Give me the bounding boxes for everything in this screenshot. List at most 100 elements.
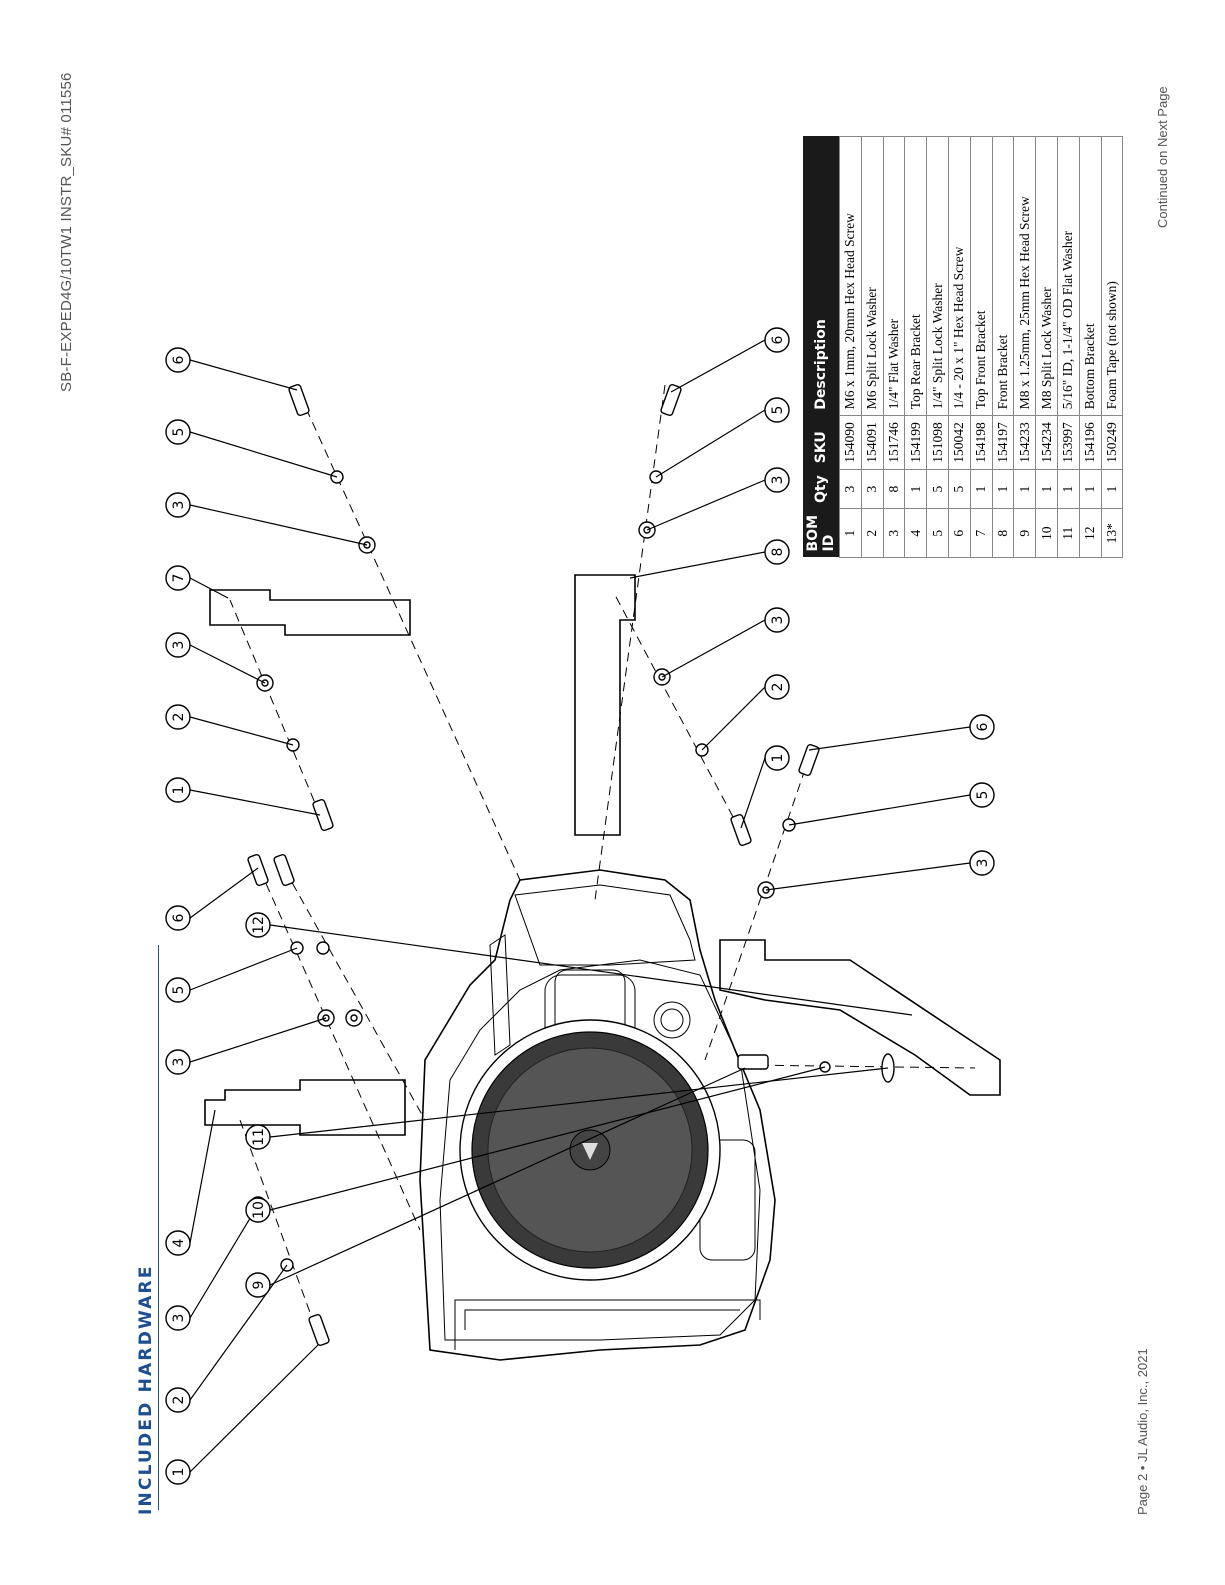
cell: 5	[948, 469, 971, 509]
top-front-bracket	[209, 589, 411, 636]
cell: 1/4" Split Lock Washer	[926, 136, 949, 416]
cell: 4	[904, 508, 927, 558]
col-sku: SKU	[803, 415, 840, 470]
col-description: Description	[803, 136, 840, 416]
cell: 150042	[948, 415, 971, 470]
cell: 154196	[1079, 415, 1102, 470]
callout-label: 5	[171, 428, 187, 437]
cell: 11	[1057, 508, 1080, 558]
callout-label: 1	[171, 786, 187, 795]
cell: 154198	[970, 415, 993, 470]
cell: 10	[1035, 508, 1058, 558]
cell: 1/4" Flat Washer	[883, 136, 905, 416]
cell: 13*	[1101, 508, 1123, 558]
cell: Top Rear Bracket	[904, 136, 927, 416]
cell: M8 x 1.25mm, 25mm Hex Head Screw	[1013, 136, 1036, 416]
callout-label: 8	[770, 548, 786, 557]
bottom-bracket	[719, 939, 1001, 1096]
cell: 154090	[839, 415, 862, 470]
callout-label: 10	[251, 1201, 267, 1219]
callout-label: 7	[171, 574, 187, 583]
top-rear-bracket	[204, 1079, 406, 1136]
cell: 151098	[926, 415, 949, 470]
callout-label: 2	[770, 683, 786, 692]
cell: 3	[861, 469, 884, 509]
cell: 154234	[1035, 415, 1058, 470]
cell: 1/4 - 20 x 1" Hex Head Screw	[948, 136, 971, 416]
callout-label: 3	[171, 1314, 187, 1323]
table-header-row: BOM ID Qty SKU Description	[803, 136, 840, 558]
cell: 154199	[904, 415, 927, 470]
callout-label: 5	[171, 986, 187, 995]
callout-label: 2	[171, 1396, 187, 1405]
callout-label: 1	[770, 754, 786, 763]
cell: 6	[948, 508, 971, 558]
cell: Front Bracket	[992, 136, 1014, 416]
callout-label: 3	[171, 641, 187, 650]
callout-label: 3	[171, 1058, 187, 1067]
callout-label: 2	[171, 713, 187, 722]
callout-label: 11	[251, 1128, 267, 1146]
cell: 9	[1013, 508, 1036, 558]
callout-label: 4	[171, 1238, 187, 1247]
cell: 5	[926, 508, 949, 558]
callout-label: 6	[975, 722, 991, 731]
callout-label: 3	[975, 859, 991, 868]
cell: 154233	[1013, 415, 1036, 470]
callout-label: 5	[975, 791, 991, 800]
cell: M8 Split Lock Washer	[1035, 136, 1058, 416]
cell: 1	[1013, 469, 1036, 509]
callout-label: 6	[171, 913, 187, 922]
cell: 1	[1035, 469, 1058, 509]
cell: 3	[883, 508, 905, 558]
col-qty: Qty	[803, 469, 840, 509]
callout-label: 3	[770, 476, 786, 485]
cell: 1	[1057, 469, 1080, 509]
cell: 1	[839, 508, 862, 558]
callout-label: 9	[251, 1281, 267, 1290]
cell: 12	[1079, 508, 1102, 558]
cell: 3	[839, 469, 862, 509]
callout-label: 3	[171, 501, 187, 510]
cell: 154197	[992, 415, 1014, 470]
cell: M6 x 1mm, 20mm Hex Head Screw	[839, 136, 862, 416]
cell: 7	[970, 508, 993, 558]
cell: 154091	[861, 415, 884, 470]
cell: Top Front Bracket	[970, 136, 993, 416]
title-rule	[158, 945, 159, 1510]
cell: M6 Split Lock Washer	[861, 136, 884, 416]
callout-label: 12	[251, 916, 267, 934]
subwoofer-enclosure	[419, 869, 776, 1361]
cell: 1	[904, 469, 927, 509]
callouts: 1 2 3 4 3 5 6 1 2 3 7 3 5 6 9 10 11 12 3…	[165, 327, 995, 1485]
cell: 150249	[1101, 415, 1123, 470]
callout-label: 1	[171, 1468, 187, 1477]
cell: Foam Tape (not shown)	[1101, 136, 1123, 416]
cell: 153997	[1057, 415, 1080, 470]
cell: 1	[1079, 469, 1102, 509]
cell: 1	[992, 469, 1014, 509]
front-bracket	[574, 574, 636, 836]
callout-label: 6	[770, 335, 786, 344]
col-bom-id: BOM ID	[803, 508, 840, 558]
cell: 151746	[883, 415, 905, 470]
cell: 1	[1101, 469, 1123, 509]
cell: 5/16" ID, 1-1/4" OD Flat Washer	[1057, 136, 1080, 416]
cell: Bottom Bracket	[1079, 136, 1102, 416]
cell: 1	[970, 469, 993, 509]
callout-label: 3	[770, 616, 786, 625]
